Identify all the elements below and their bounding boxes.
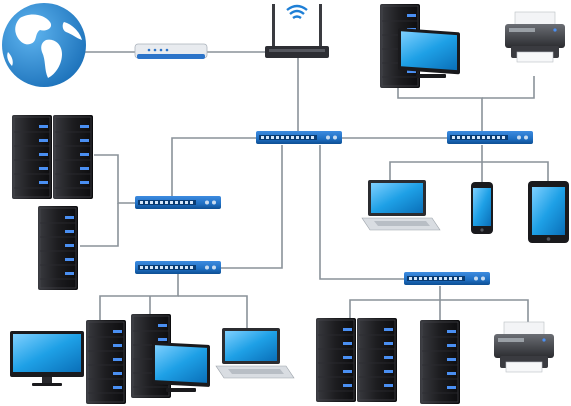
workstation-monitor-icon xyxy=(398,28,460,78)
cable-topright-laptop xyxy=(389,145,483,180)
switch-top-right-icon xyxy=(447,131,533,144)
cable-bl-tower1 xyxy=(99,274,179,320)
tablet-icon xyxy=(528,181,569,243)
server-bottom-right-2-icon xyxy=(356,317,398,403)
core-switch-icon xyxy=(256,131,342,144)
internet-globe-icon xyxy=(2,3,86,87)
cable-core-bottomleft xyxy=(220,145,283,269)
tower-bottom-left-1-icon xyxy=(85,319,127,405)
monitor-bottom-left-icon xyxy=(10,331,84,386)
monitor-bottom-mid-icon xyxy=(152,342,210,392)
cable-topright-printer xyxy=(482,76,535,99)
cable-core-bottomright xyxy=(319,145,405,280)
server-bottom-right-1-icon xyxy=(315,317,357,403)
printer-top-right-icon xyxy=(504,11,566,63)
server-bottom-right-3-icon xyxy=(419,319,461,405)
smartphone-icon xyxy=(471,182,493,234)
server-tower-a-icon xyxy=(11,114,53,200)
cable-core-left xyxy=(171,137,258,197)
cable-left-serverpair xyxy=(94,154,136,204)
server-tower-c-icon xyxy=(37,205,79,291)
network-cables xyxy=(80,51,549,328)
laptop-bottom-icon xyxy=(215,327,295,379)
cable-topright-tablet xyxy=(482,161,549,181)
switch-bottom-left-icon xyxy=(135,261,221,274)
switch-bottom-right-icon xyxy=(404,272,490,285)
switch-left-icon xyxy=(135,196,221,209)
cable-left-servertower xyxy=(80,203,119,247)
printer-bottom-right-icon xyxy=(493,321,555,373)
cable-bl-laptop xyxy=(178,295,248,328)
modem-icon xyxy=(134,43,208,59)
server-tower-b-icon xyxy=(52,114,94,200)
wifi-router-icon xyxy=(265,4,329,58)
laptop-right-icon xyxy=(361,179,441,231)
cable-br-server1 xyxy=(349,286,441,318)
cable-br-printer xyxy=(440,299,529,326)
